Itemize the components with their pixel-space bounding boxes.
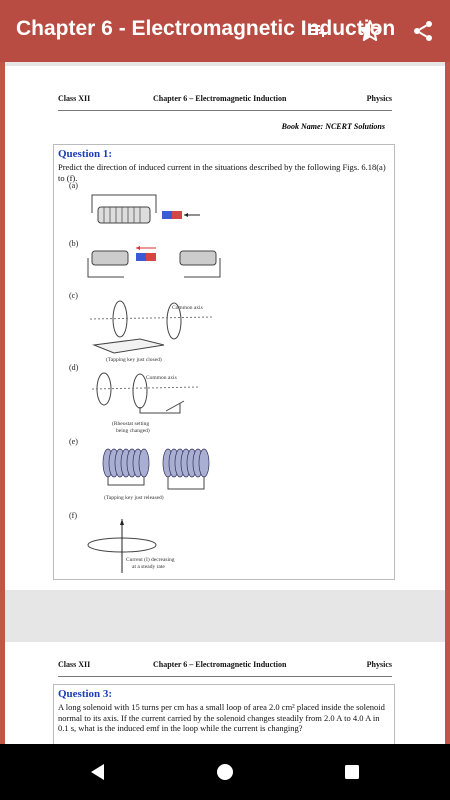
question-title: Question 3: <box>58 688 113 700</box>
playlist-add-icon[interactable] <box>302 15 334 47</box>
header-subject: Physics <box>366 94 392 103</box>
figure-label-d: (d) <box>69 363 79 372</box>
pdf-page: Class XII Chapter 6 – Electromagnetic In… <box>5 642 445 763</box>
header-chapter: Chapter 6 – Electromagnetic Induction <box>153 94 287 103</box>
header-subject: Physics <box>366 660 392 669</box>
back-icon[interactable] <box>84 758 112 786</box>
question-line: normal to its axis. If the current carri… <box>58 712 380 723</box>
figure-c-axis-label: Common axis <box>172 305 203 311</box>
book-name: Book Name: NCERT Solutions <box>281 122 385 131</box>
question-title: Question 1: <box>58 148 113 160</box>
question-line: Predict the direction of induced current… <box>58 162 386 172</box>
header-chapter: Chapter 6 – Electromagnetic Induction <box>153 660 287 669</box>
figure-b-diagram <box>87 246 221 278</box>
figure-label-a: (a) <box>69 181 78 190</box>
recents-icon[interactable] <box>338 758 366 786</box>
figure-d-caption: being changed) <box>116 427 150 434</box>
page-title: Chapter 6 - Electromagnetic Induction <box>16 17 396 40</box>
header-class: Class XII <box>58 94 91 103</box>
app-bar: Chapter 6 - Electromagnetic Induction <box>0 0 450 62</box>
system-nav-bar <box>0 744 450 800</box>
question-line: to (f). <box>58 172 78 183</box>
figure-label-c: (c) <box>69 291 78 300</box>
figure-e-caption: (Tapping key just released) <box>104 494 164 501</box>
figure-d-axis-label: Common axis <box>146 375 177 381</box>
header-class: Class XII <box>58 660 91 669</box>
figure-f-diagram: Current (I) decreasing at a steady rate <box>87 519 175 573</box>
question-text: Predict the direction of induced current… <box>58 162 388 183</box>
figure-c-diagram: Common axis (Tapping key just closed) <box>89 300 213 363</box>
figure-c-caption: (Tapping key just closed) <box>106 356 162 363</box>
question-line: A long solenoid with 15 turns per cm has… <box>58 702 385 712</box>
pdf-page: Class XII Chapter 6 – Electromagnetic In… <box>5 66 445 590</box>
pdf-viewer[interactable]: Class XII Chapter 6 – Electromagnetic In… <box>5 62 445 763</box>
figure-label-f: (f) <box>69 511 77 520</box>
question-box: Question 1: Predict the direction of ind… <box>53 144 395 580</box>
home-icon[interactable] <box>211 758 239 786</box>
star-half-icon[interactable] <box>354 15 386 47</box>
question-line: 0.1 s, what is the induced emf in the lo… <box>58 723 303 733</box>
figure-d-caption: (Rheostat setting <box>112 420 149 427</box>
question-box: Question 3: A long solenoid with 15 turn… <box>53 684 395 763</box>
figure-d-diagram: Common axis (Rheostat setting being chan… <box>91 372 201 434</box>
header-divider <box>58 676 392 677</box>
question-text: A long solenoid with 15 turns per cm has… <box>58 702 388 734</box>
figure-label-e: (e) <box>69 437 78 446</box>
header-divider <box>58 110 392 111</box>
share-icon[interactable] <box>407 15 439 47</box>
figure-f-caption: at a steady rate <box>132 564 165 570</box>
figure-e-diagram: (Tapping key just released) <box>102 448 210 501</box>
figure-a-diagram <box>91 194 200 224</box>
figure-label-b: (b) <box>69 239 79 248</box>
figure-f-caption: Current (I) decreasing <box>126 556 175 563</box>
